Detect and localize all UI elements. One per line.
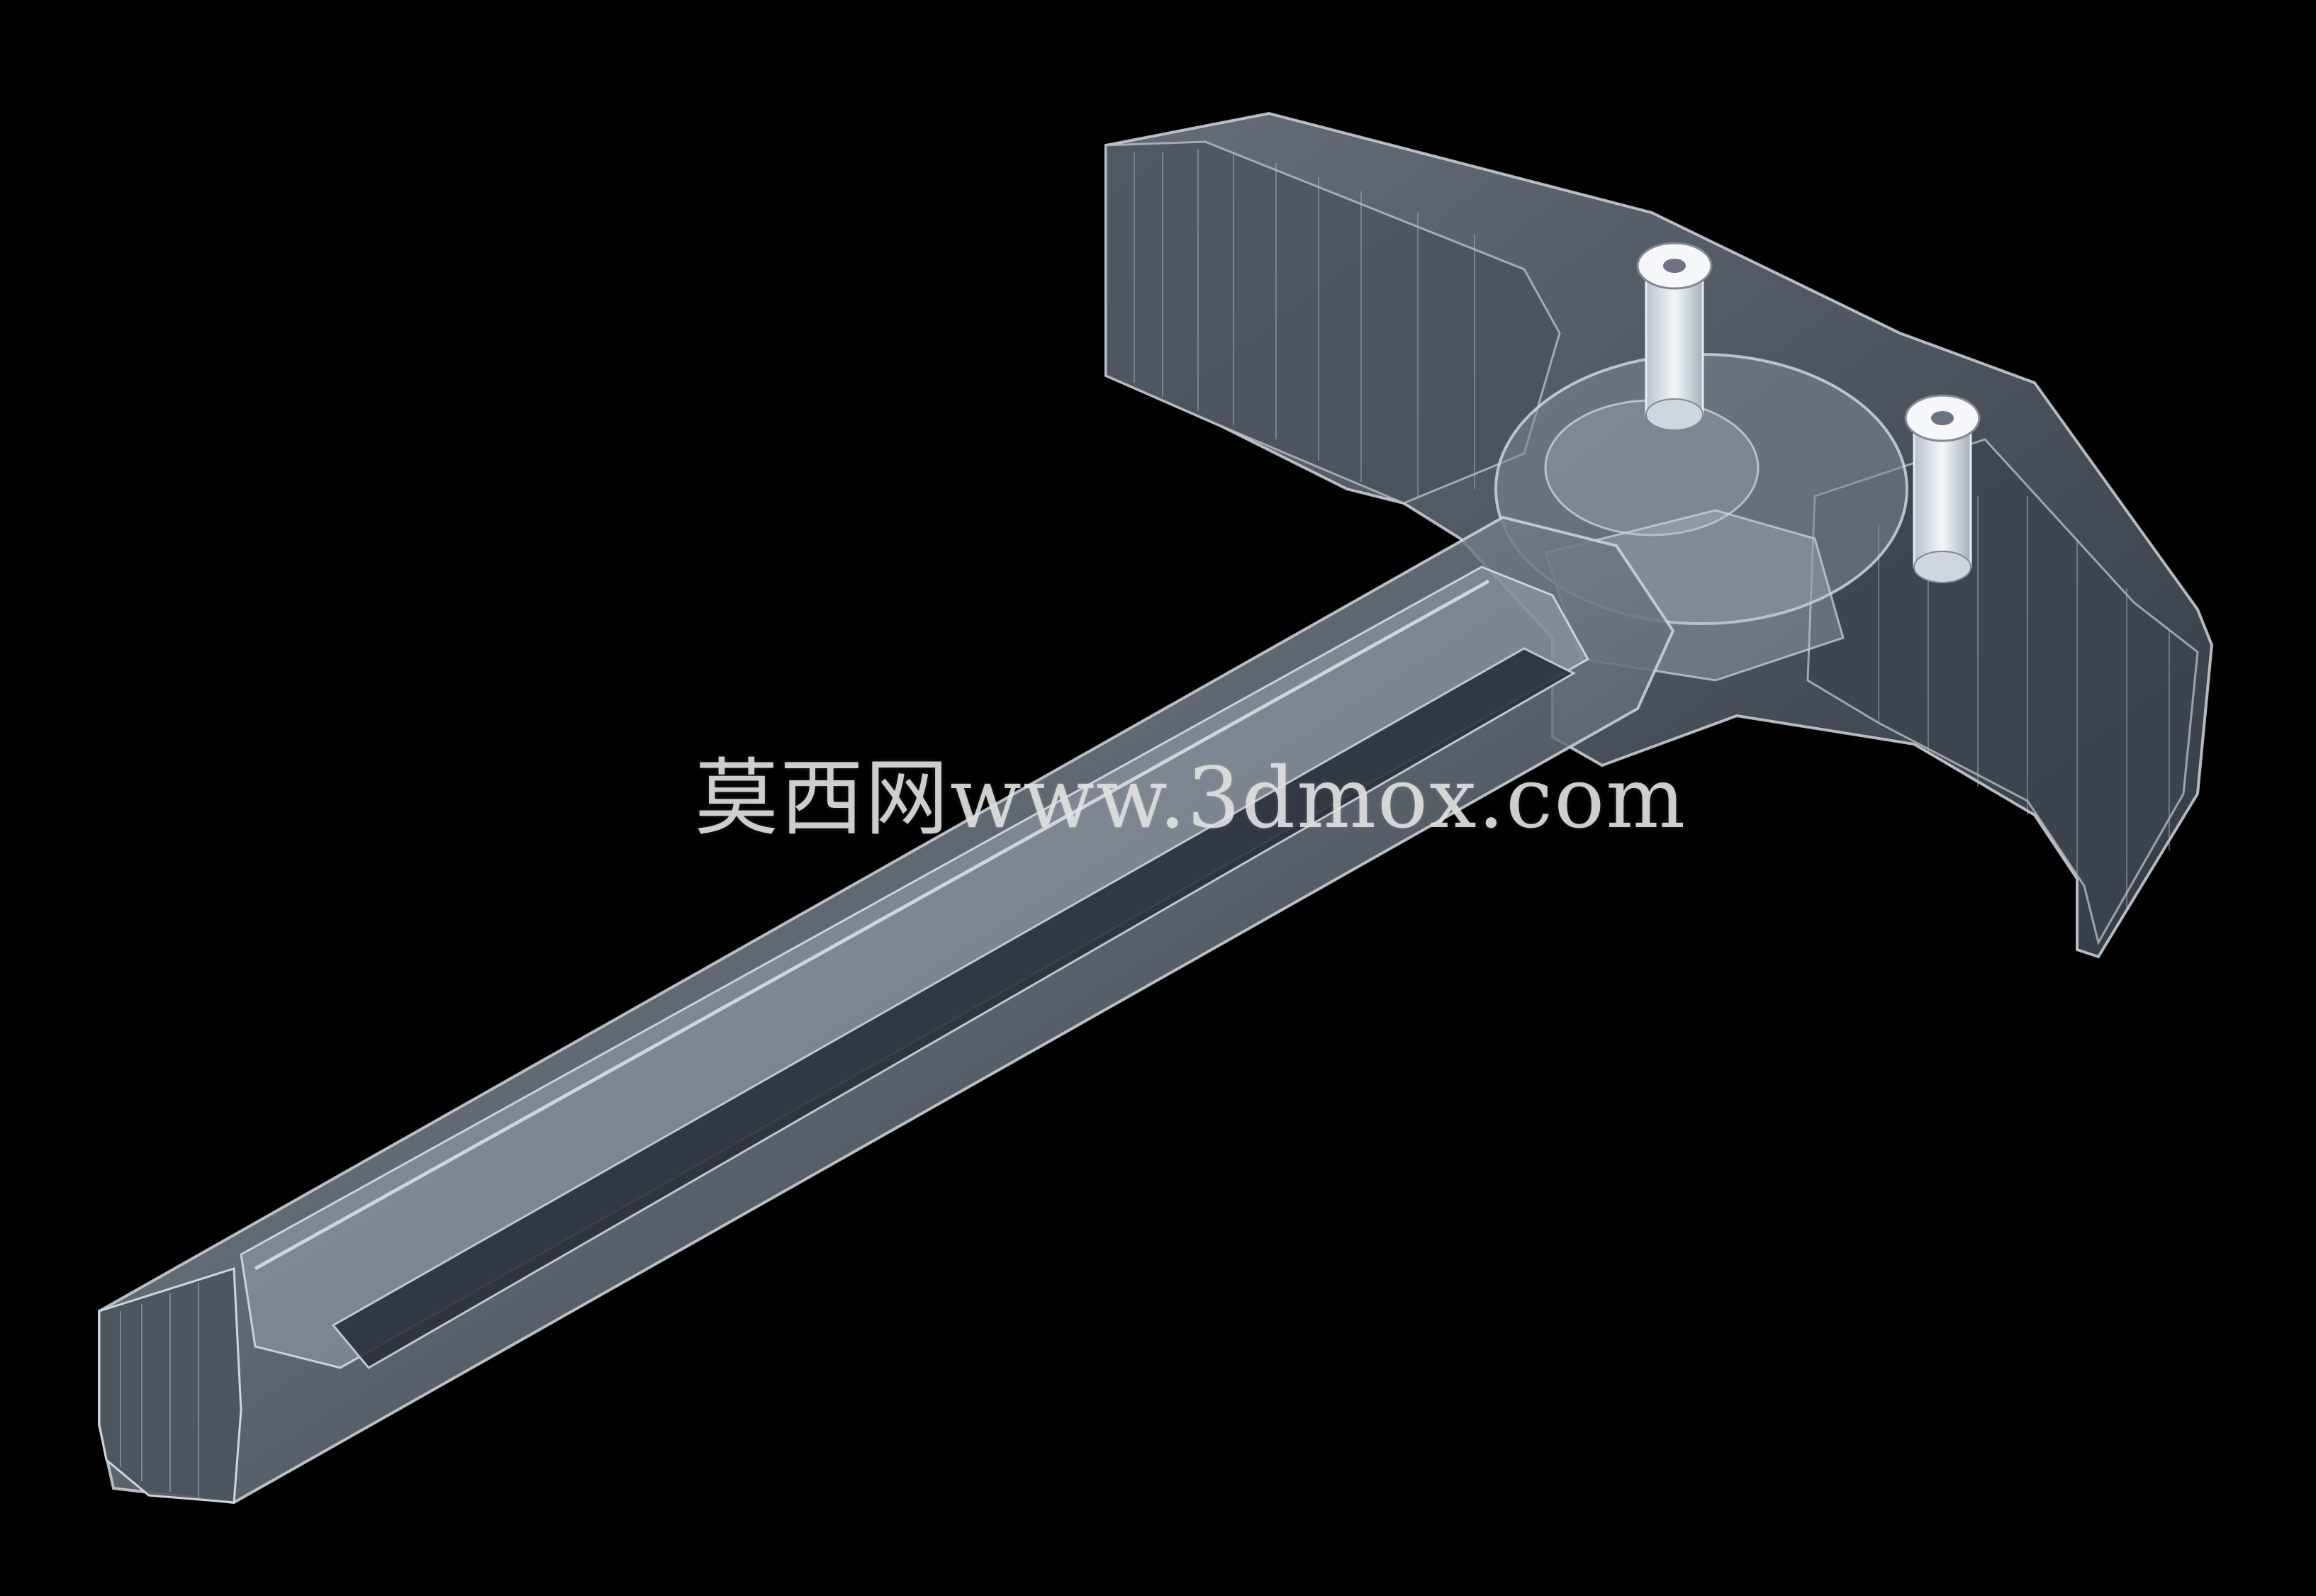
shaft-channel: [240, 566, 1590, 1369]
shaft-slot: [331, 647, 1577, 1369]
pin-left: [1636, 242, 1713, 431]
handle-shaft: [98, 515, 1675, 1505]
latch-right-wing: [1806, 438, 2199, 945]
pin-right: [1904, 394, 1981, 583]
